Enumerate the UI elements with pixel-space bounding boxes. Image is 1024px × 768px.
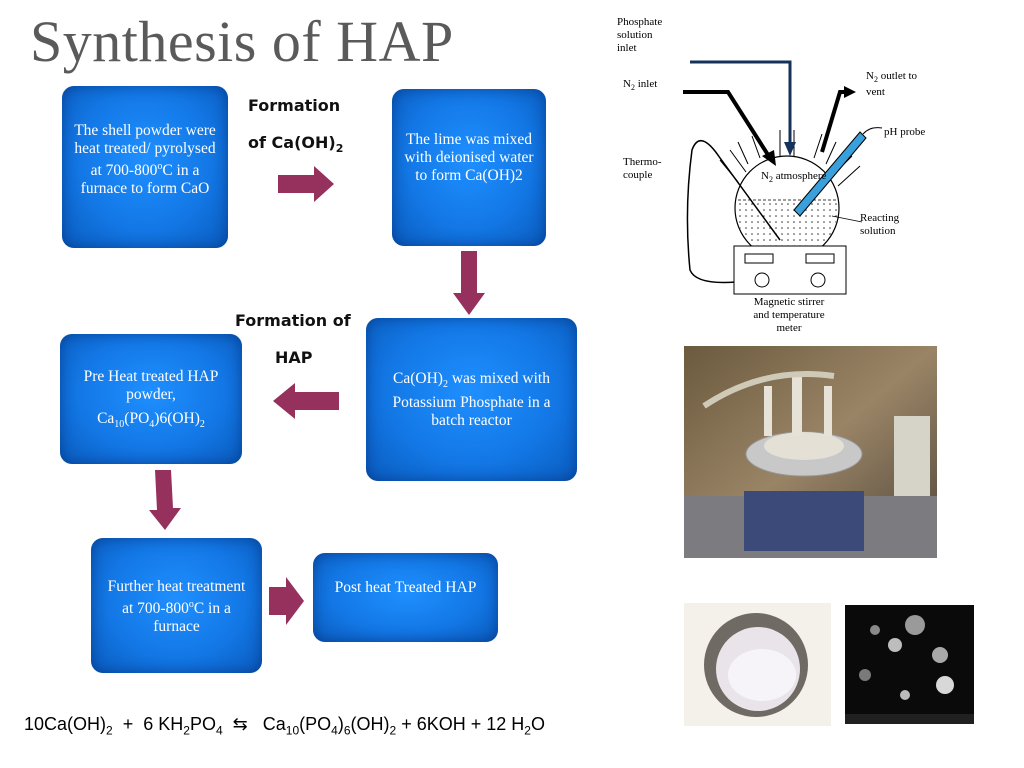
preheat-hap-box: Pre Heat treated HAP powder, Ca10(PO4)6(… — [60, 334, 242, 464]
n2-inlet-label: N2 inlet — [623, 78, 658, 93]
arrow-right-1-icon — [278, 166, 334, 202]
lime-box: The lime was mixed with deionised water … — [392, 89, 546, 246]
n2-atmosphere-label: N2 atmosphere — [761, 170, 827, 185]
formation-hap-label: Formation of HAP — [235, 311, 351, 367]
powder-photo — [684, 603, 831, 726]
arrow-down-2-icon — [149, 470, 181, 530]
n2-outlet-label: N2 outlet to vent — [866, 70, 918, 99]
thermocouple-label: Thermo-couple — [623, 156, 662, 181]
shell-powder-box: The shell powder were heat treated/ pyro… — [62, 86, 228, 248]
reaction-equation: 10Ca(OH)2 + 6 KH2PO4 ⇆ Ca10(PO4)6(OH)2 +… — [24, 714, 545, 738]
mixed-reactor-box: Ca(OH)2 was mixed with Potassium Phospha… — [366, 318, 577, 481]
arrow-down-1-icon — [453, 251, 485, 315]
page-title: Synthesis of HAP — [30, 9, 454, 74]
arrow-right-2-icon — [269, 577, 304, 625]
reactor-photo — [684, 346, 937, 558]
sem-photo — [845, 605, 974, 724]
arrow-left-1-icon — [273, 383, 339, 419]
reactor-schematic — [683, 60, 883, 295]
ph-probe-label: pH probe — [884, 126, 926, 138]
further-heat-box: Further heat treatment at 700-800oC in a… — [91, 538, 262, 673]
post-heat-box: Post heat Treated HAP — [313, 553, 498, 642]
formation-caoh2-label: Formation of Ca(OH)2 — [248, 96, 344, 156]
